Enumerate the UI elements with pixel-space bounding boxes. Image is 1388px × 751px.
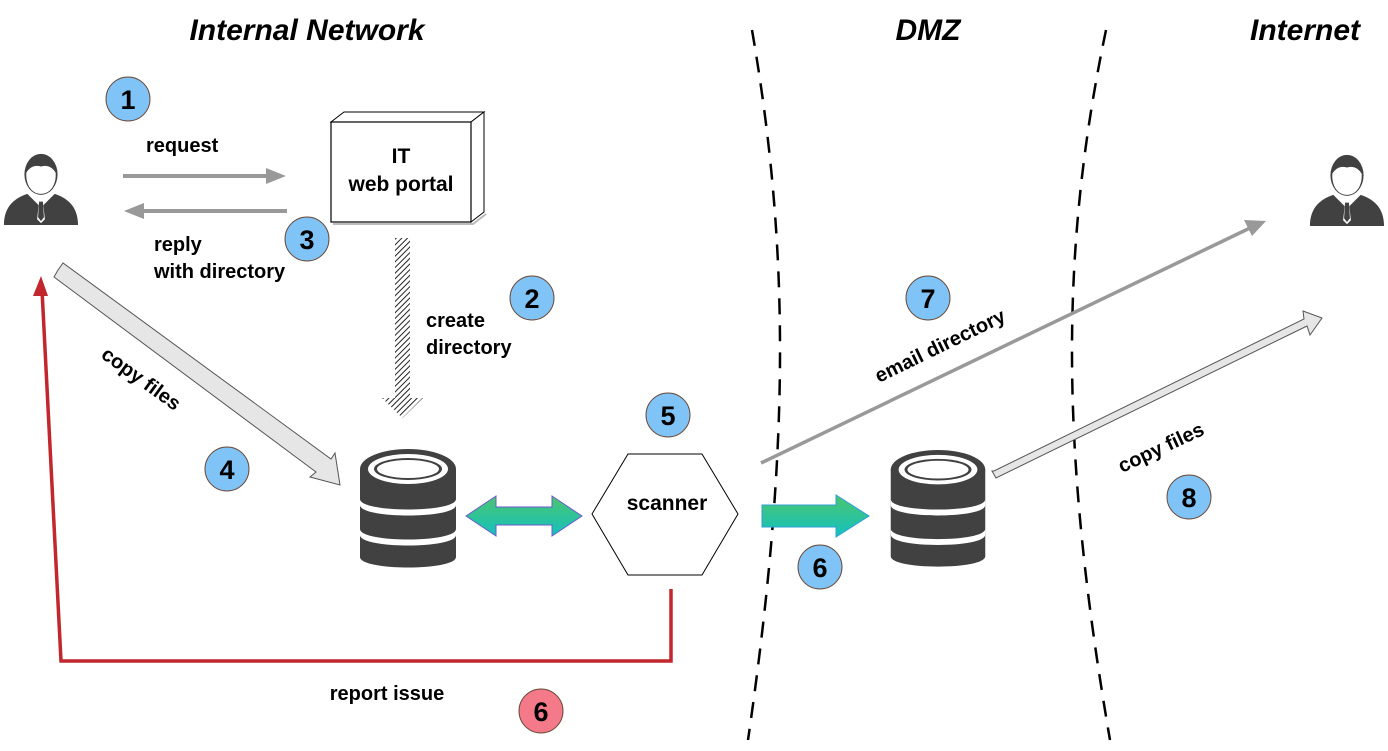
scanner-to-dmz-arrow bbox=[761, 494, 870, 538]
step-badge-6-report: 6 bbox=[518, 688, 564, 734]
boundary-internal-dmz bbox=[746, 29, 782, 741]
step-badge-8-number: 8 bbox=[1181, 483, 1196, 513]
step-badge-7: 7 bbox=[905, 275, 951, 321]
report-issue-label: report issue bbox=[330, 683, 444, 705]
internal-database-icon[interactable] bbox=[360, 449, 456, 568]
step-badge-6-transfer-number: 6 bbox=[812, 553, 827, 583]
create-directory-label-line2: directory bbox=[426, 337, 512, 359]
step-badge-1: 1 bbox=[105, 76, 151, 122]
create-directory-arrow bbox=[382, 238, 423, 418]
it-web-portal-node[interactable]: IT web portal bbox=[329, 110, 487, 225]
zone-title-internal-network: Internal Network bbox=[189, 14, 425, 47]
step-badge-5: 5 bbox=[645, 392, 691, 438]
zone-title-dmz: DMZ bbox=[896, 14, 963, 47]
step-badge-1-number: 1 bbox=[120, 85, 135, 115]
step-badge-6-transfer: 6 bbox=[797, 544, 843, 590]
scanner-node[interactable]: scanner bbox=[591, 453, 739, 576]
step-badge-3-number: 3 bbox=[299, 225, 314, 255]
external-user-icon bbox=[1309, 154, 1385, 227]
reply-label-line1: reply bbox=[154, 234, 203, 256]
copy-files-external-label: copy files bbox=[1115, 419, 1208, 478]
step-badge-8: 8 bbox=[1166, 474, 1212, 520]
reply-arrow bbox=[124, 203, 287, 219]
report-issue-arrow bbox=[33, 276, 673, 663]
internal-user-icon bbox=[3, 153, 79, 226]
copy-files-external-arrow bbox=[991, 310, 1323, 479]
step-badge-7-number: 7 bbox=[920, 284, 935, 314]
reply-label-line2: with directory bbox=[153, 261, 286, 283]
it-web-portal-label-line2: web portal bbox=[347, 173, 453, 196]
request-arrow bbox=[123, 168, 286, 184]
email-directory-arrow bbox=[760, 220, 1266, 465]
copy-files-internal-arrow bbox=[53, 262, 341, 486]
step-badge-5-number: 5 bbox=[660, 401, 675, 431]
step-badge-4: 4 bbox=[204, 446, 250, 492]
boundary-dmz-internet bbox=[1070, 29, 1112, 741]
db-scanner-bidirectional-arrow bbox=[465, 495, 583, 537]
zone-title-internet: Internet bbox=[1250, 14, 1362, 47]
dmz-database-icon[interactable] bbox=[890, 449, 986, 567]
create-directory-label-line1: create bbox=[426, 310, 485, 332]
request-label: request bbox=[146, 135, 219, 157]
step-badge-2-number: 2 bbox=[524, 284, 539, 314]
scanner-label: scanner bbox=[627, 492, 708, 515]
step-badge-3: 3 bbox=[284, 216, 330, 262]
step-badge-4-number: 4 bbox=[219, 455, 234, 485]
it-web-portal-label-line1: IT bbox=[392, 145, 411, 168]
step-badge-6-report-number: 6 bbox=[533, 697, 548, 727]
step-badge-2: 2 bbox=[509, 275, 555, 321]
